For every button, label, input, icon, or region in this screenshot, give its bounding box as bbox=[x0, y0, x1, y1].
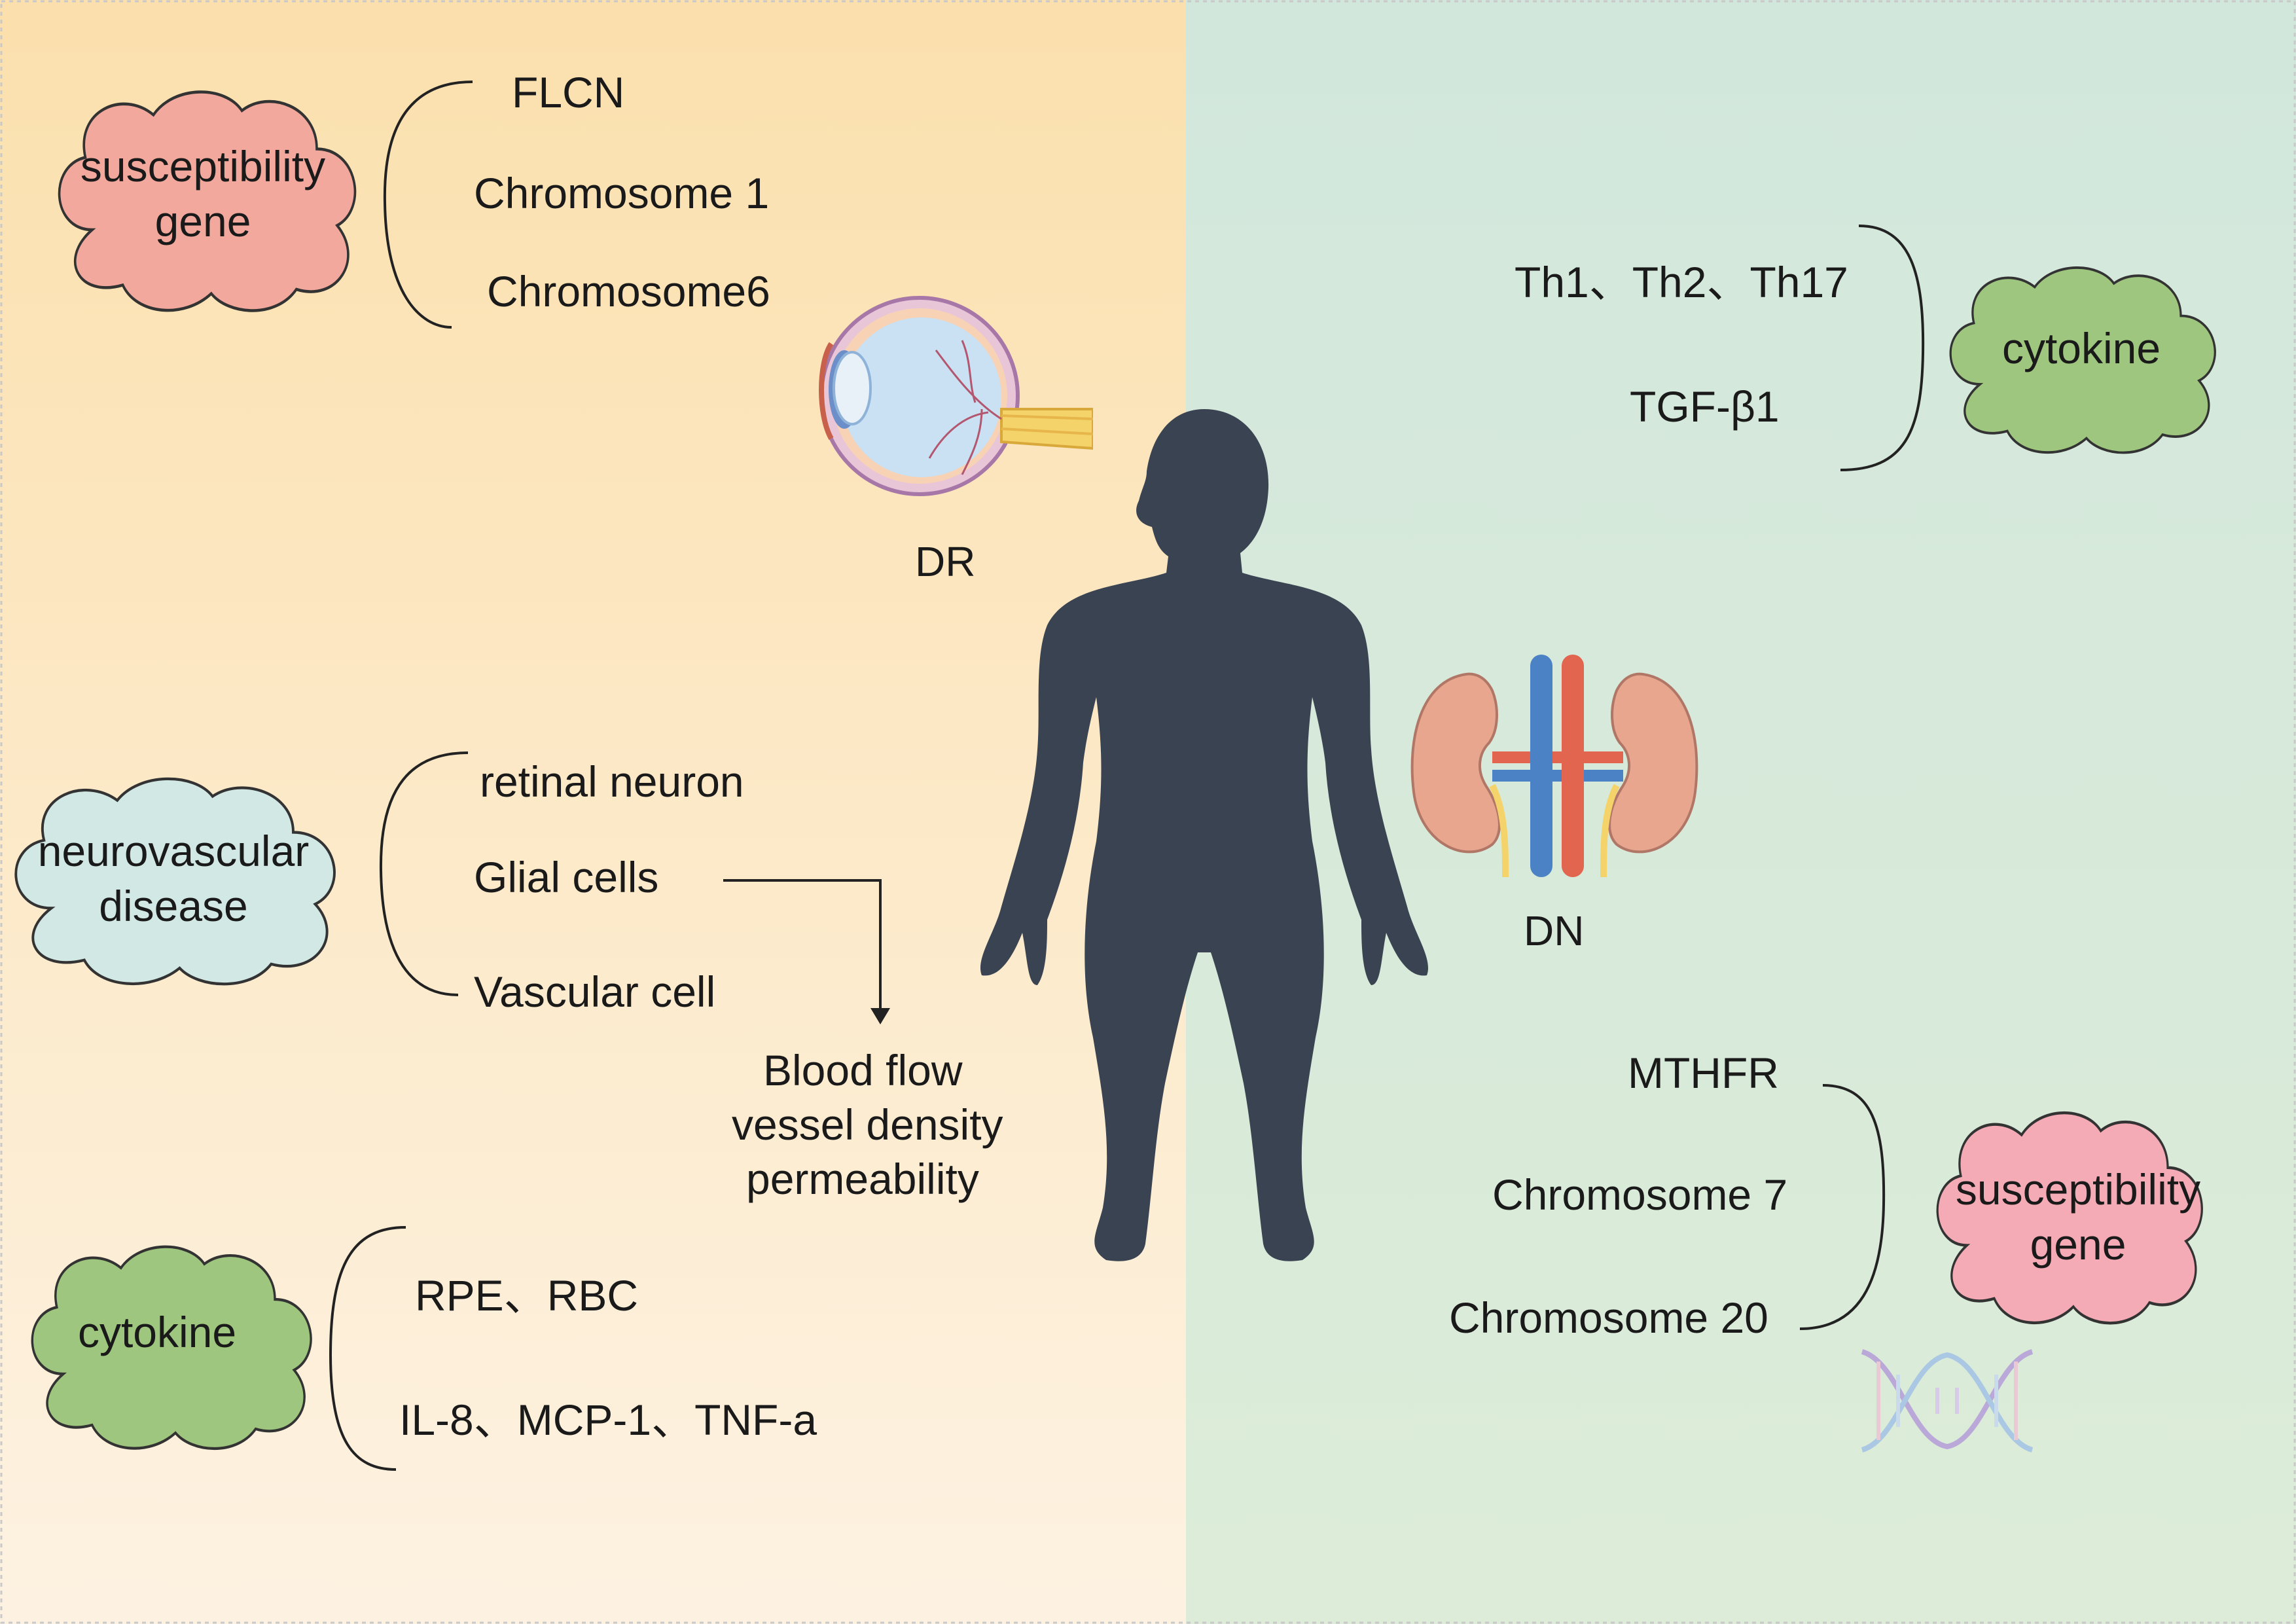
susceptibility-cloud-left-label: susceptibility gene bbox=[80, 142, 326, 245]
glial-arrow-head bbox=[870, 1008, 890, 1024]
dn-cytokine-item: TGF-β1 bbox=[1630, 382, 1780, 431]
dr-susceptibility-item: Chromosome 1 bbox=[474, 169, 770, 217]
cytokine-cloud-left-label: cytokine bbox=[77, 1308, 237, 1356]
outcome-blood-flow: Blood flow bbox=[763, 1046, 963, 1094]
brace-neurovascular bbox=[379, 751, 469, 996]
kidneys-icon bbox=[1410, 655, 1698, 877]
dr-susceptibility-item: Chromosome6 bbox=[487, 267, 770, 316]
neurovascular-item: Vascular cell bbox=[474, 967, 716, 1016]
glial-arrow-line bbox=[723, 879, 882, 1013]
outcome-vessel-density: vessel density bbox=[732, 1100, 1003, 1149]
outcome-permeability: permeability bbox=[746, 1155, 979, 1203]
dn-cytokine-item: Th1、Th2、Th17 bbox=[1515, 258, 1848, 306]
neurovascular-item: Glial cells bbox=[474, 853, 659, 901]
susceptibility-cloud-right-label: susceptibility gene bbox=[1955, 1165, 2201, 1269]
dr-cytokine-item: IL-8、MCP-1、TNF-a bbox=[399, 1396, 817, 1444]
eye-anatomy-icon bbox=[819, 296, 1093, 496]
dna-helix-icon bbox=[1861, 1349, 2034, 1453]
human-silhouette-icon bbox=[980, 409, 1429, 1261]
dr-cytokine-item: RPE、RBC bbox=[415, 1271, 639, 1320]
brace-susceptibility-right bbox=[1799, 1084, 1886, 1330]
brace-cytokine-right bbox=[1840, 225, 1925, 471]
dn-label: DN bbox=[1524, 907, 1585, 954]
dn-susceptibility-item: MTHFR bbox=[1628, 1049, 1779, 1097]
dr-label: DR bbox=[915, 538, 976, 585]
dn-susceptibility-item: Chromosome 20 bbox=[1449, 1293, 1768, 1342]
dn-susceptibility-item: Chromosome 7 bbox=[1492, 1170, 1788, 1219]
cytokine-cloud-right-label: cytokine bbox=[2001, 324, 2161, 372]
brace-cytokine-left bbox=[329, 1226, 406, 1471]
neurovascular-cloud-label: neurovascular disease bbox=[37, 827, 310, 930]
neurovascular-item: retinal neuron bbox=[480, 757, 744, 806]
dr-susceptibility-item: FLCN bbox=[512, 68, 625, 117]
brace-susceptibility-left bbox=[383, 81, 473, 329]
